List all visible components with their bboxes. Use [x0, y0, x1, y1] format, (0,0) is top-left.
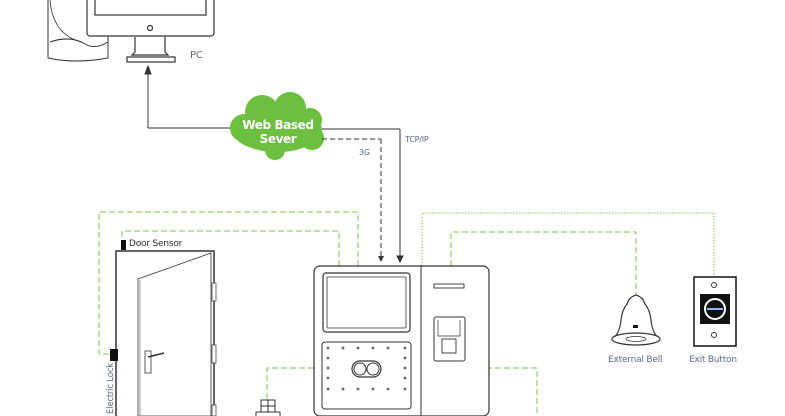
electric-lock-icon	[110, 349, 118, 361]
cloud-label-line2: Sever	[259, 132, 297, 146]
power-supply-icon	[255, 399, 281, 416]
pc-label: PC	[190, 50, 203, 61]
wire-exit-button-bottom	[486, 367, 538, 416]
wire-exit-button	[421, 212, 715, 276]
terminal-device	[313, 265, 490, 416]
wire-electric-lock	[98, 211, 359, 355]
electric-lock-label: Electric Lock	[106, 363, 116, 414]
pc-cloud-link	[144, 64, 400, 130]
exit-button-icon	[693, 276, 737, 347]
tcpip-link	[396, 129, 404, 264]
3g-label: 3G	[359, 148, 370, 157]
external-bell-icon	[611, 294, 661, 346]
wire-power	[266, 367, 314, 400]
exit-button-text: EXIT	[708, 324, 720, 330]
door-sensor-icon	[121, 240, 126, 250]
cloud-label: Web Based Sever	[232, 118, 324, 146]
pc-monitor	[86, 0, 215, 63]
tcpip-label: TCP/IP	[405, 135, 429, 144]
3g-link	[322, 138, 382, 258]
wire-external-bell	[450, 231, 637, 295]
door	[115, 250, 217, 416]
door-sensor-label: Door Sensor	[129, 239, 183, 249]
keypad-dots	[326, 346, 407, 391]
external-bell-label: External Bell	[608, 355, 663, 365]
exit-button-label: Exit Button	[689, 355, 737, 365]
cloud-icon	[230, 92, 324, 160]
wire-door-sensor	[121, 230, 340, 266]
cloud-label-line1: Web Based	[242, 118, 314, 132]
